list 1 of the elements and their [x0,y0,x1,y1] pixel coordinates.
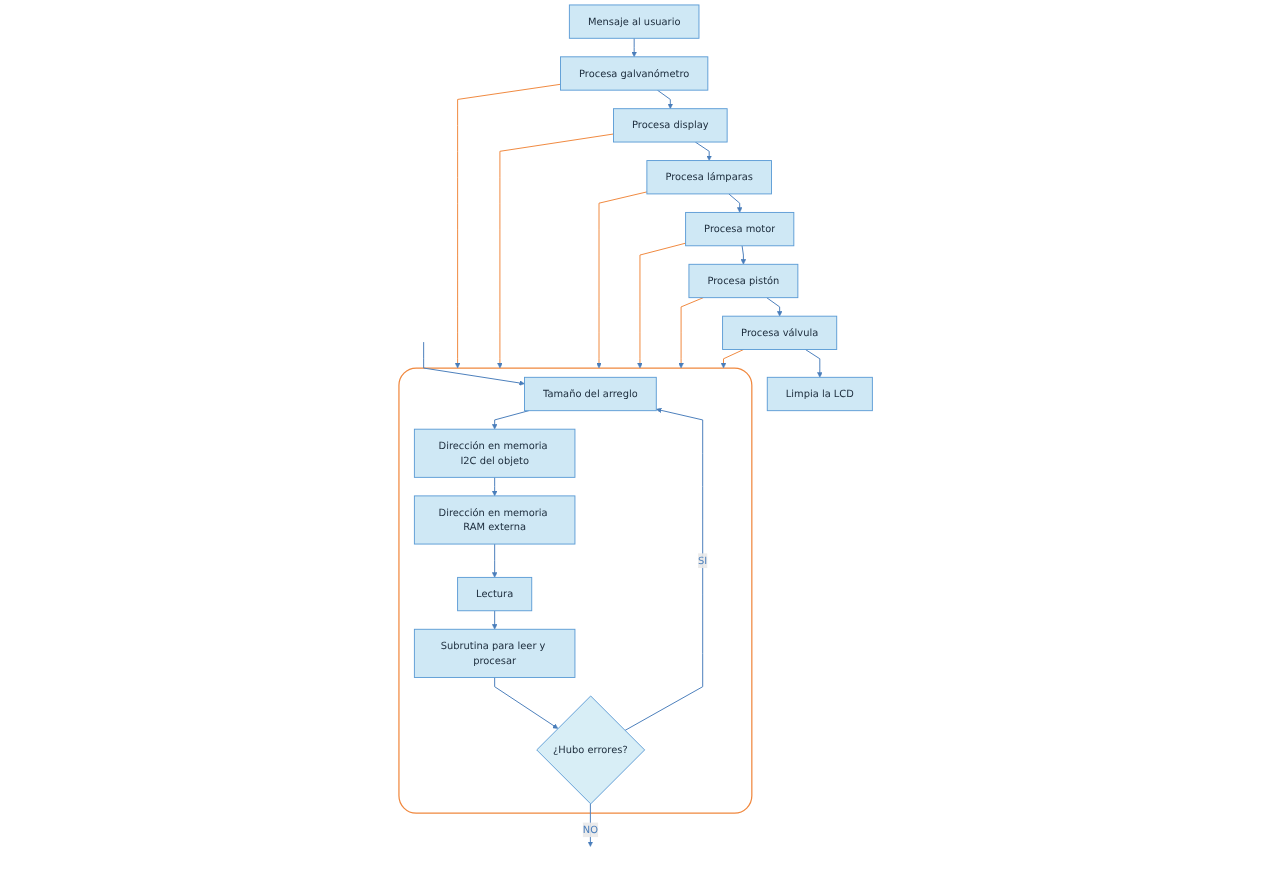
cluster [398,367,753,814]
